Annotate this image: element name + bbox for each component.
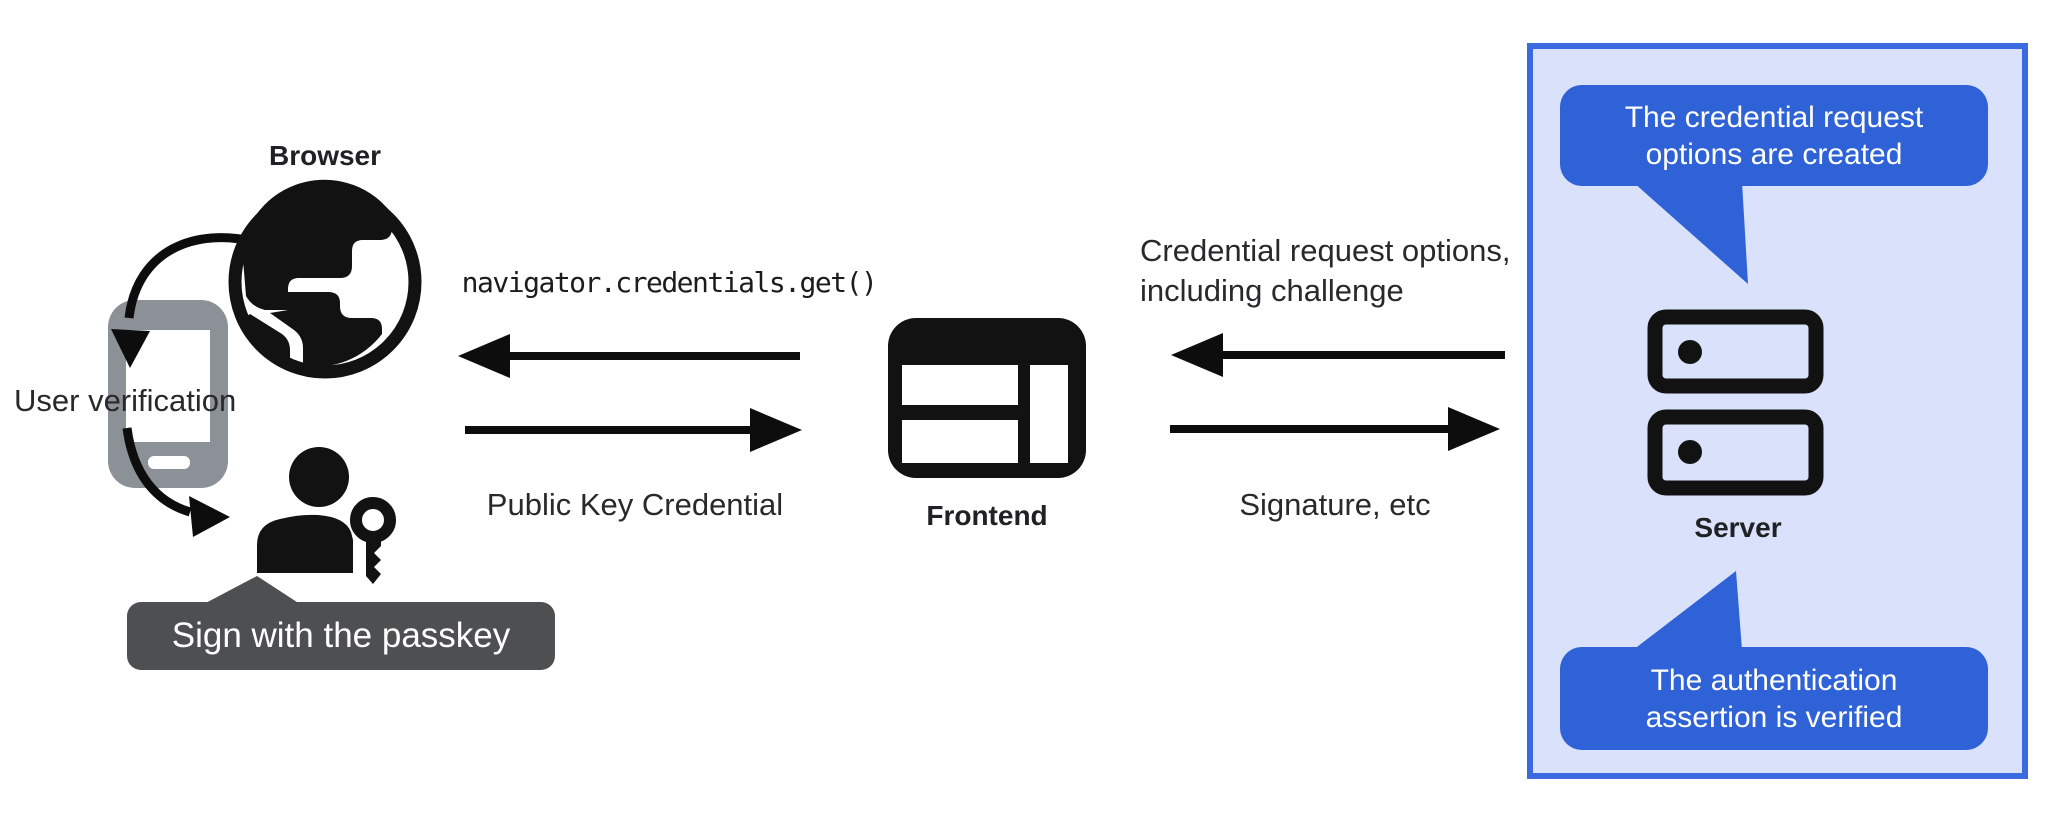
- frontend-to-server-arrow: [1170, 407, 1500, 451]
- passkey-tooltip-text: Sign with the passkey: [171, 616, 511, 655]
- key-icon: [350, 497, 396, 584]
- bottom-callout-text: The authentication assertion is verified: [1645, 663, 1903, 734]
- credential-request-options-label: Credential request options, including ch…: [1140, 233, 1511, 308]
- person-icon: [257, 447, 353, 573]
- globe-icon: [228, 179, 422, 379]
- browser-to-phone-arrow: [111, 233, 258, 368]
- top-callout-bubble: The credential request options are creat…: [1560, 85, 1988, 186]
- browser-node-label: Browser: [268, 140, 382, 171]
- public-key-credential-label: Public Key Credential: [486, 487, 784, 522]
- server-node-label: Server: [1694, 512, 1782, 543]
- frontend-node-label: Frontend: [926, 500, 1048, 531]
- user-verification-label: User verification: [14, 383, 237, 418]
- signature-etc-label: Signature, etc: [1239, 487, 1431, 522]
- frontend-window-icon: [888, 318, 1086, 478]
- top-callout-text: The credential request options are creat…: [1624, 100, 1924, 171]
- browser-to-frontend-arrow: [465, 408, 802, 452]
- bottom-callout-bubble: The authentication assertion is verified: [1560, 647, 1988, 750]
- server-to-frontend-arrow: [1171, 333, 1505, 377]
- phone-to-person-arrow: [122, 427, 230, 537]
- passkey-tooltip: Sign with the passkey: [127, 602, 555, 670]
- credentials-get-call-label: navigator.credentials.get(): [461, 266, 878, 299]
- frontend-to-browser-arrow: [458, 334, 800, 378]
